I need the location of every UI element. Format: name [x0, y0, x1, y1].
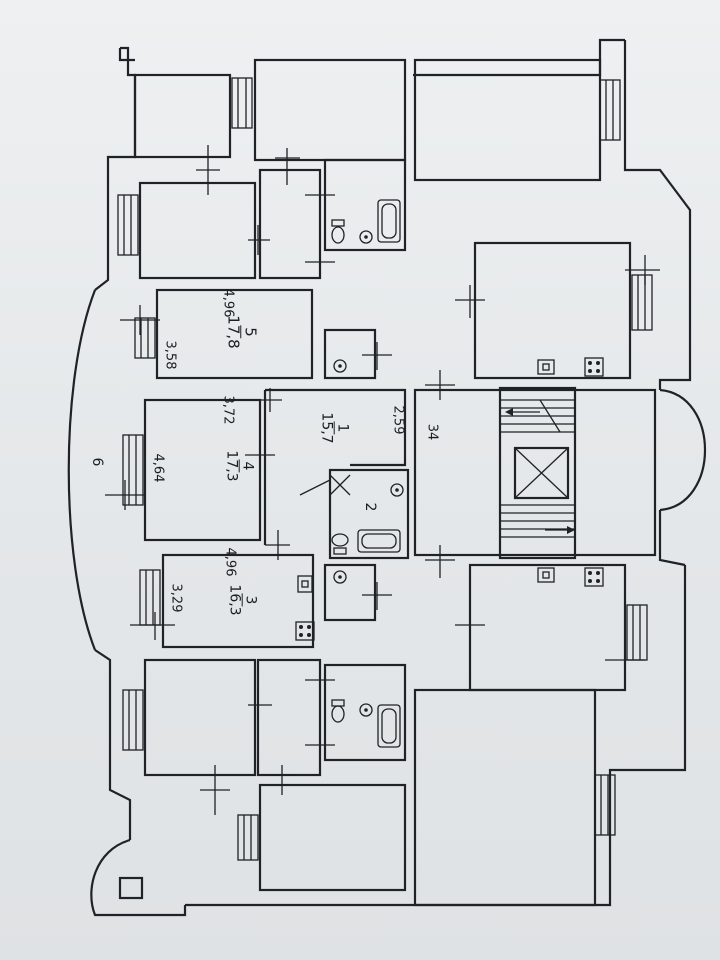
sink-room5-icon — [333, 359, 347, 373]
dim-329: 3,29 — [168, 583, 184, 613]
toilet-lower-icon — [331, 699, 345, 723]
kitchen-sink-lower-icon — [537, 567, 555, 583]
kitchen-sink-upper-icon — [537, 359, 555, 375]
room-3-area: 16,3 — [227, 584, 243, 616]
rooms-upper-left — [133, 58, 632, 380]
bathtub-upper-icon — [377, 199, 401, 243]
room-6-number: 6 — [89, 457, 105, 467]
room-1-number: 1 — [334, 421, 351, 435]
stairwell-34 — [413, 386, 657, 560]
toilet-upper-icon — [331, 219, 345, 244]
door-marks — [105, 145, 660, 815]
room-2 — [328, 468, 410, 560]
dim-358: 3,58 — [162, 340, 178, 370]
toilet-room2-icon — [331, 533, 349, 555]
stove-room3-icon — [295, 621, 315, 641]
dim-372: 3,72 — [220, 395, 236, 425]
room-4-area: 17,3 — [224, 450, 240, 482]
room-3 — [161, 553, 377, 649]
room-2-number: 2 — [362, 502, 378, 512]
stove-lower-icon — [584, 567, 604, 587]
room-34-number: 34 — [424, 423, 440, 441]
room-4-number: 4 — [239, 459, 256, 473]
bathtub-lower-icon — [377, 704, 401, 748]
corridor-1 — [263, 388, 407, 545]
stove-upper-icon — [584, 357, 604, 377]
room-3-number: 3 — [242, 593, 259, 607]
dim-259: 2,59 — [390, 405, 406, 435]
room-5 — [155, 288, 377, 380]
dim-496-top: 4,96 — [220, 288, 236, 318]
room-1-area: 15,7 — [319, 412, 335, 444]
kitchen-sink-room3-icon — [297, 575, 313, 593]
sink-room3-icon — [333, 570, 347, 584]
window-marks — [117, 77, 653, 861]
sink-upper-icon — [359, 230, 373, 244]
sink-lower-icon — [359, 703, 373, 717]
room-5-number: 5 — [240, 325, 260, 339]
rooms-lower — [118, 563, 627, 907]
dim-464: 4,64 — [150, 453, 166, 483]
bathtub-room2-icon — [357, 529, 401, 553]
room-5-area: 17,8 — [224, 315, 243, 349]
dim-496-bottom: 4,96 — [222, 547, 238, 577]
sink-room2-icon — [390, 483, 404, 497]
